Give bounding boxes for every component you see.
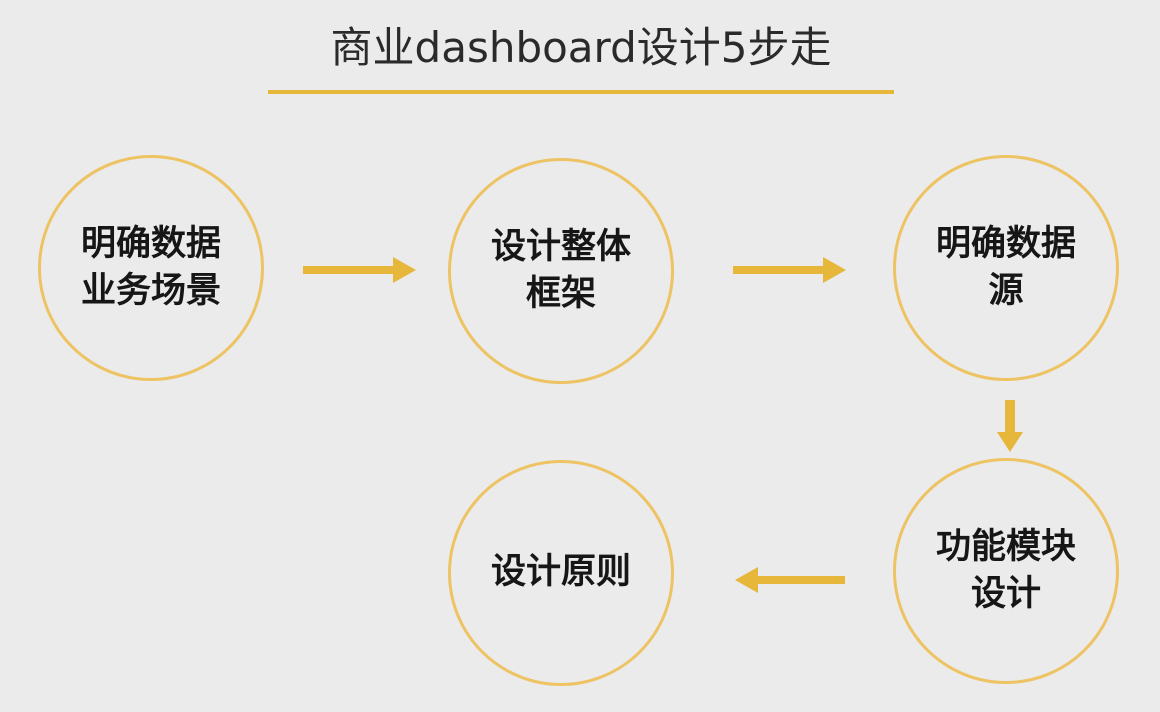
step-node-1: 明确数据业务场景 <box>38 155 264 381</box>
step-label-1: 明确数据业务场景 <box>80 223 221 311</box>
arrow-right-icon <box>733 257 846 283</box>
arrow-down-icon <box>997 400 1023 452</box>
step-node-4: 功能模块设计 <box>893 458 1119 684</box>
step-label-5: 设计原则 <box>490 552 631 593</box>
arrow-left-icon <box>735 567 845 593</box>
step-label-3: 明确数据源 <box>935 223 1076 311</box>
step-node-2: 设计整体框架 <box>448 158 674 384</box>
step-node-5: 设计原则 <box>448 460 674 686</box>
step-node-3: 明确数据源 <box>893 155 1119 381</box>
step-label-2: 设计整体框架 <box>490 226 631 314</box>
arrow-right-icon <box>303 257 416 283</box>
step-label-4: 功能模块设计 <box>935 526 1076 614</box>
page-title: 商业dashboard设计5步走 <box>330 23 832 72</box>
title-underline <box>268 90 894 94</box>
